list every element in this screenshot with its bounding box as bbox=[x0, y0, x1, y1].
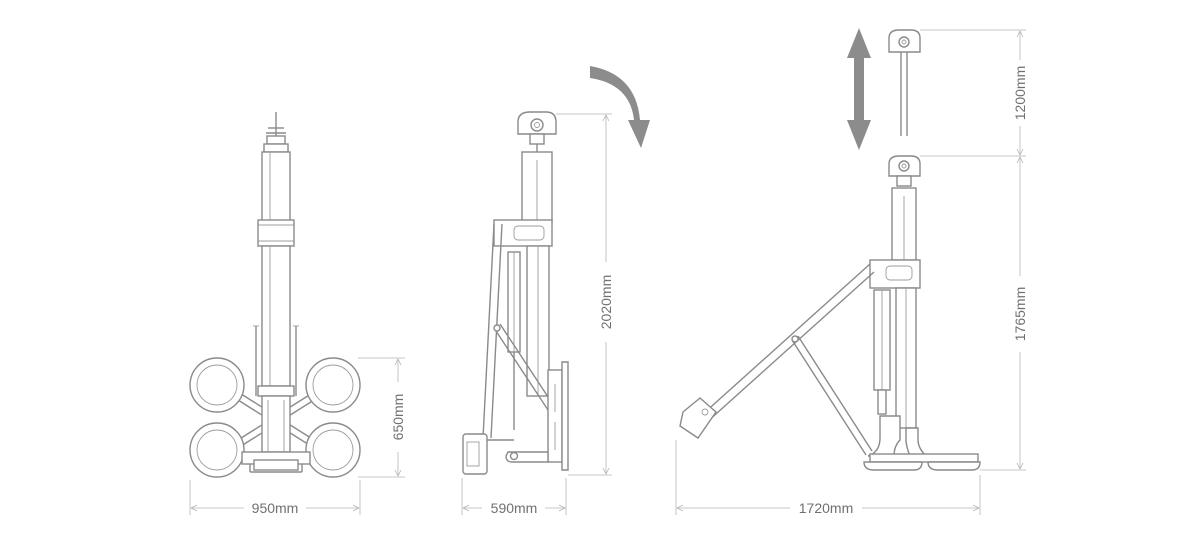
front-base bbox=[241, 451, 311, 473]
front-collar bbox=[257, 219, 295, 247]
side-actuator bbox=[507, 251, 521, 430]
rotate-arrow-icon bbox=[590, 66, 650, 148]
side-diagonal-brace bbox=[493, 323, 555, 411]
extended-base bbox=[863, 453, 981, 471]
front-height-dimension bbox=[358, 357, 405, 478]
extended-stroke-label: 1200mm bbox=[1012, 66, 1028, 120]
extended-stroke-dimension bbox=[920, 29, 1026, 157]
front-suction-pad-bottom-left bbox=[189, 422, 245, 478]
side-width-label: 590mm bbox=[491, 500, 538, 516]
extended-width-dimension bbox=[675, 440, 981, 515]
side-lifting-eye bbox=[517, 111, 557, 152]
side-pad-plate bbox=[547, 361, 569, 471]
front-view: 950mm 650mm bbox=[189, 112, 406, 516]
side-handle-box bbox=[462, 433, 488, 475]
side-width-dimension bbox=[461, 478, 567, 515]
front-top-hook bbox=[263, 112, 289, 153]
side-height-label: 2020mm bbox=[598, 275, 614, 329]
front-upper-cylinder bbox=[261, 151, 291, 223]
extended-lower-eye bbox=[888, 155, 921, 187]
vertical-double-arrow-icon bbox=[847, 28, 871, 150]
extended-view: 1720mm 1200mm 1765mm bbox=[675, 28, 1028, 516]
extended-height-label: 1765mm bbox=[1012, 287, 1028, 341]
extended-width-label: 1720mm bbox=[799, 500, 853, 516]
extended-curved-leg bbox=[867, 415, 901, 457]
extended-brace bbox=[791, 335, 873, 456]
side-top-bracket bbox=[493, 219, 553, 247]
extended-raised-eye bbox=[888, 29, 921, 136]
extended-bracket bbox=[869, 259, 921, 289]
extended-handle-box bbox=[679, 397, 717, 439]
side-view: 590mm 2020mm bbox=[461, 66, 650, 516]
front-height-label: 650mm bbox=[390, 394, 406, 441]
front-cross-frame bbox=[237, 385, 315, 453]
front-suction-pad-top-left bbox=[189, 357, 245, 413]
front-suction-pad-bottom-right bbox=[305, 422, 361, 478]
front-width-dimension bbox=[189, 480, 361, 515]
extended-long-arm bbox=[702, 263, 875, 423]
front-lower-column bbox=[261, 245, 291, 387]
extended-height-dimension bbox=[980, 156, 1026, 471]
side-height-dimension bbox=[556, 113, 612, 476]
extended-actuator bbox=[873, 289, 891, 415]
side-foot bbox=[487, 439, 549, 463]
front-suction-pad-top-right bbox=[305, 357, 361, 413]
front-width-label: 950mm bbox=[252, 500, 299, 516]
